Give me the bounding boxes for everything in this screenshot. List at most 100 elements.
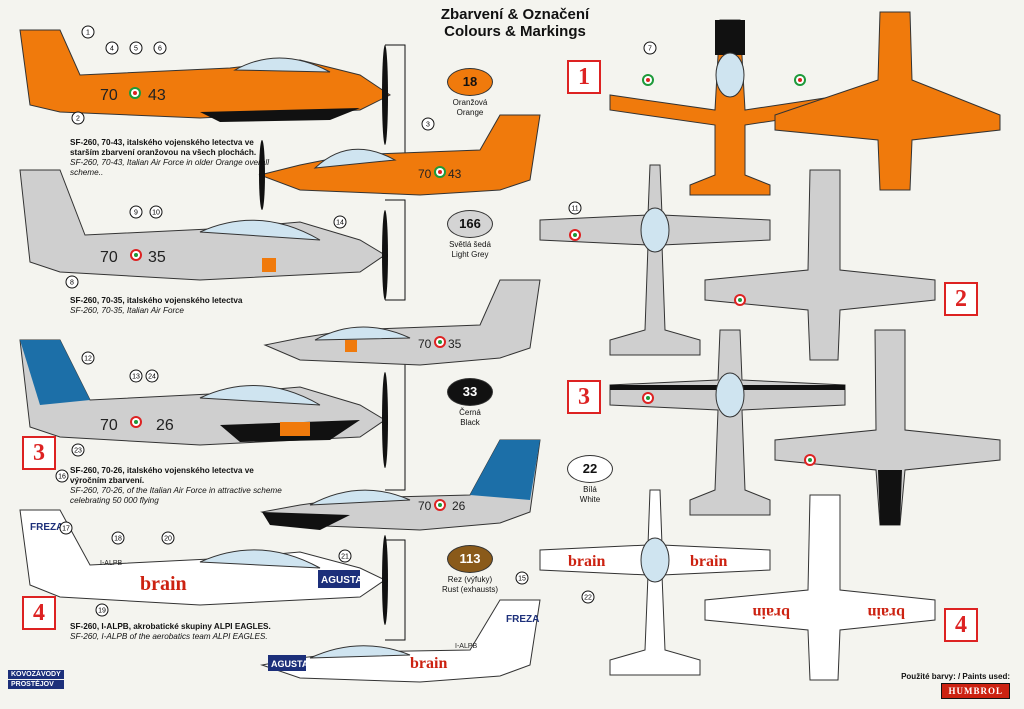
callout-label: 11 xyxy=(571,206,578,213)
caption-3: SF-260, 70-26, italského vojenského lete… xyxy=(70,466,285,506)
callout-label: 7 xyxy=(648,46,652,53)
callout-circle xyxy=(149,205,163,219)
callout-circle xyxy=(95,603,109,617)
scheme-4-markings: brain brain brain brain brain brain AGUS… xyxy=(30,522,905,672)
code-2a: 70 xyxy=(100,249,118,266)
logo-line1: KOVOZÁVODY xyxy=(8,670,64,679)
callout-label: 10 xyxy=(152,210,160,217)
aircraft-1-top-views xyxy=(609,11,1001,196)
caption-3-cz: SF-260, 70-26, italského vojenského lete… xyxy=(70,466,254,485)
paint-22-en: White xyxy=(579,494,601,504)
brain-top-left: brain xyxy=(568,553,605,570)
paint-18-en: Orange xyxy=(456,107,484,117)
callout-label: 17 xyxy=(62,526,70,533)
scheme-number-3: 3 xyxy=(567,380,601,414)
code-3a: 70 xyxy=(100,417,118,434)
aircraft-2-side-right xyxy=(263,279,541,366)
callout-label: 8 xyxy=(70,280,74,287)
callout-circle xyxy=(81,351,95,365)
paint-33-oval: 33 xyxy=(447,378,493,406)
paint-swatch-18: 18 Oranžová Orange xyxy=(425,68,515,117)
aircraft-1-side-right xyxy=(258,114,541,210)
scheme-number-1: 1 xyxy=(567,60,601,94)
callout-label: 13 xyxy=(132,374,140,381)
callout-label: 21 xyxy=(341,554,349,561)
scheme-number-3-left: 3 xyxy=(22,436,56,470)
agusta-logo-left: AGUSTA xyxy=(321,575,362,586)
callout-label: 24 xyxy=(148,374,156,381)
code-3d: 26 xyxy=(452,499,466,513)
paints-used-footer: Použité barvy: / Paints used: HUMBROL xyxy=(901,672,1010,699)
aircraft-2-side-left xyxy=(19,169,388,300)
callout-circle xyxy=(421,117,435,131)
freza-left: FREZA xyxy=(30,522,63,533)
caption-2-en: SF-260, 70-35, Italian Air Force xyxy=(70,306,184,315)
paint-113-cz: Rez (výfuky) xyxy=(447,575,493,584)
callout-label: 18 xyxy=(114,536,122,543)
callout-circle xyxy=(71,111,85,125)
freza-right: FREZA xyxy=(506,614,539,625)
callout-label: 23 xyxy=(74,448,82,455)
aircraft-4-side-right xyxy=(260,599,541,683)
brain-top-right: brain xyxy=(690,553,727,570)
paint-166-oval: 166 xyxy=(447,210,493,238)
callout-circle xyxy=(129,205,143,219)
callout-circle xyxy=(105,41,119,55)
paint-113-oval: 113 xyxy=(447,545,493,573)
reg-left: I-ALPB xyxy=(100,560,123,567)
humbrol-logo: HUMBROL xyxy=(941,683,1010,699)
logo-line2: PROSTĚJOV xyxy=(8,680,64,689)
callout-circle xyxy=(65,275,79,289)
aircraft-4-top-views xyxy=(539,489,936,681)
callout-label: 4 xyxy=(110,46,114,53)
kovozavody-logo: KOVOZÁVODY PROSTĚJOV xyxy=(8,670,64,689)
title-cz: Zbarvení & Označení xyxy=(440,6,590,23)
title-en: Colours & Markings xyxy=(444,23,586,40)
caption-2-cz: SF-260, 70-35, italského vojenského lete… xyxy=(70,296,243,305)
paints-used-label: Použité barvy: / Paints used: xyxy=(901,672,1010,681)
paint-swatch-113: 113 Rez (výfuky) Rust (exhausts) xyxy=(425,545,515,594)
reg-right: I-ALPB xyxy=(455,643,478,650)
aircraft-3-side-left xyxy=(19,339,388,468)
fuselage-codes: 70 43 70 43 70 35 70 35 70 26 70 26 xyxy=(100,87,466,513)
callout-circle xyxy=(153,41,167,55)
caption-4: SF-260, I-ALPB, akrobatické skupiny ALPI… xyxy=(70,622,285,642)
callout-label: 15 xyxy=(518,576,526,583)
code-1b: 43 xyxy=(148,87,166,104)
paint-18-cz: Oranžová xyxy=(452,98,488,107)
code-2c: 70 xyxy=(418,337,432,351)
paint-113-en: Rust (exhausts) xyxy=(441,584,499,594)
callout-label: 12 xyxy=(84,356,92,363)
callout-circle xyxy=(581,590,595,604)
callout-label: 6 xyxy=(158,46,162,53)
aircraft-4-side-left xyxy=(19,509,388,625)
callout-label: 20 xyxy=(164,536,172,543)
callout-label: 22 xyxy=(584,595,592,602)
roundels xyxy=(129,74,816,511)
callout-circle xyxy=(643,41,657,55)
aircraft-3-side-right xyxy=(260,439,541,531)
callout-circle xyxy=(59,521,73,535)
callout-label: 19 xyxy=(98,608,106,615)
callout-circle xyxy=(515,571,529,585)
paint-swatch-33: 33 Černá Black xyxy=(425,378,515,427)
sheet-title: Zbarvení & Označení Colours & Markings xyxy=(400,6,630,40)
brain-bottom-left: brain xyxy=(753,604,790,621)
caption-2: SF-260, 70-35, italského vojenského lete… xyxy=(70,296,285,316)
code-3c: 70 xyxy=(418,499,432,513)
code-3b: 26 xyxy=(156,417,174,434)
paint-22-oval: 22 xyxy=(567,455,613,483)
callout-circle xyxy=(129,369,143,383)
callout-circle xyxy=(333,215,347,229)
aircraft-3-top-views xyxy=(609,329,1001,526)
callout-circle xyxy=(568,201,582,215)
paint-swatch-166: 166 Světlá šedá Light Grey xyxy=(425,210,515,259)
code-2d: 35 xyxy=(448,337,462,351)
caption-4-cz: SF-260, I-ALPB, akrobatické skupiny ALPI… xyxy=(70,622,271,631)
callout-label: 3 xyxy=(426,122,430,129)
paint-22-cz: Bílá xyxy=(583,485,597,494)
code-1c: 70 xyxy=(418,167,432,181)
